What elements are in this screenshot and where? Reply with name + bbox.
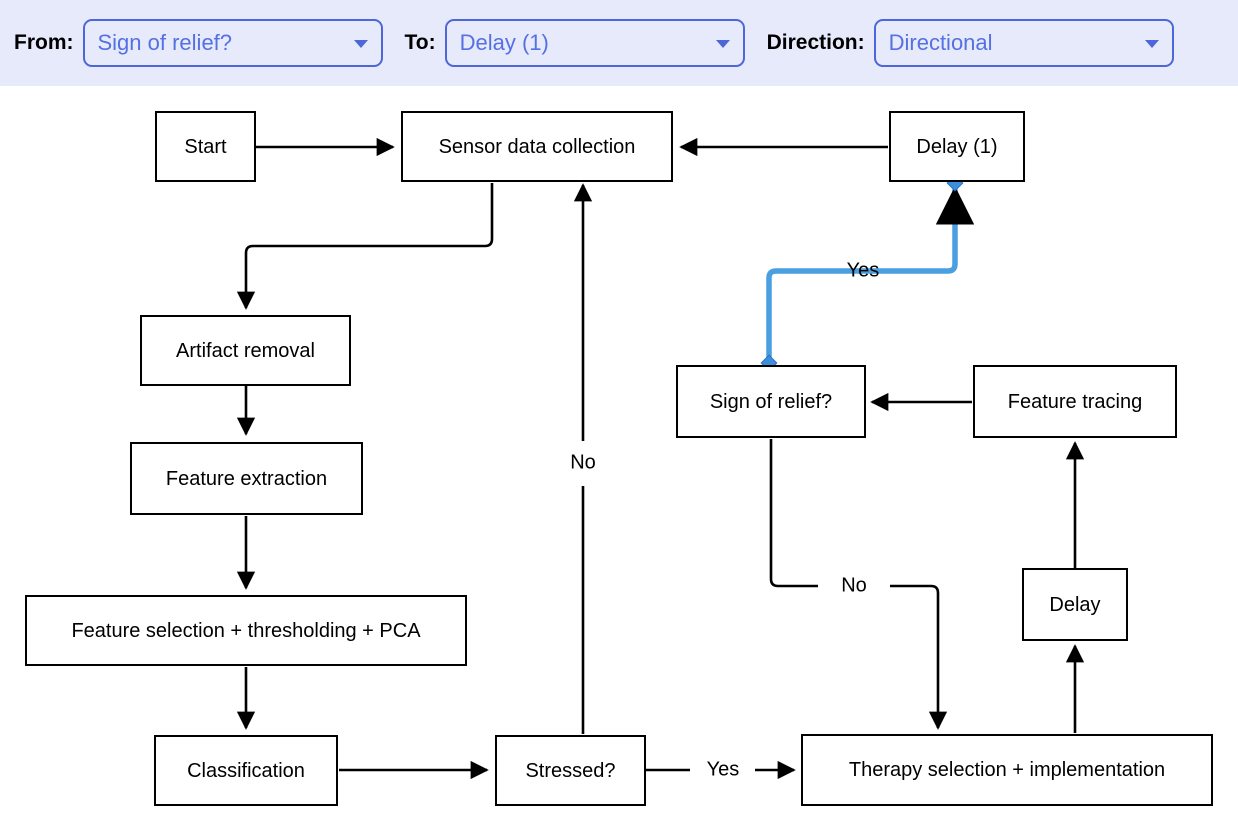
to-label: To: (404, 31, 436, 54)
edge-label-no-stressed: No (570, 451, 596, 474)
chevron-down-icon (715, 40, 730, 48)
from-select[interactable]: Sign of relief? (82, 19, 383, 67)
node-feature-selection-label: Feature selection + thresholding + PCA (71, 619, 421, 642)
flowchart-edges (236, 137, 1085, 780)
edge-label-no-relief: No (841, 574, 867, 597)
node-sign-of-relief-label: Sign of relief? (709, 390, 833, 413)
node-feature-selection[interactable]: Feature selection + thresholding + PCA (25, 595, 467, 666)
direction-select[interactable]: Directional (873, 19, 1174, 67)
edge-relief-therapy (769, 439, 818, 588)
node-feature-extraction-label: Feature extraction (165, 467, 328, 490)
node-stressed[interactable]: Stressed? (495, 735, 646, 806)
from-field-group: From: Sign of relief? (14, 0, 383, 86)
node-feature-tracing-label: Feature tracing (1007, 390, 1143, 413)
node-delay-label: Delay (1049, 593, 1101, 616)
from-select-value: Sign of relief? (97, 30, 233, 55)
node-delay[interactable]: Delay (1022, 568, 1128, 641)
node-classification-label: Classification (187, 759, 305, 782)
node-delay-1-label: Delay (1) (916, 135, 998, 158)
filter-toolbar: From: Sign of relief? To: Delay (1) Dire… (0, 0, 1238, 86)
direction-label: Direction: (766, 31, 865, 54)
to-field-group: To: Delay (1) (405, 0, 745, 86)
node-feature-extraction[interactable]: Feature extraction (130, 442, 363, 515)
node-sensor-data-collection[interactable]: Sensor data collection (401, 111, 673, 182)
edge-label-yes-relief: Yes (846, 259, 880, 282)
flowchart-canvas[interactable]: Start Sensor data collection Delay (1) A… (0, 86, 1238, 824)
edge-label-yes-stressed: Yes (706, 758, 740, 781)
node-start[interactable]: Start (155, 111, 256, 182)
chevron-down-icon (1144, 40, 1159, 48)
from-label: From: (14, 31, 74, 54)
node-sensor-data-collection-label: Sensor data collection (438, 135, 636, 158)
node-classification[interactable]: Classification (154, 735, 338, 806)
to-select[interactable]: Delay (1) (444, 19, 745, 67)
node-artifact-removal[interactable]: Artifact removal (140, 315, 351, 386)
edge-sensor-artifact (236, 183, 494, 310)
chevron-down-icon (353, 40, 368, 48)
node-therapy-selection[interactable]: Therapy selection + implementation (801, 734, 1213, 806)
to-select-value: Delay (1) (459, 30, 549, 55)
node-delay-1[interactable]: Delay (1) (889, 111, 1025, 182)
node-stressed-label: Stressed? (525, 759, 616, 782)
node-feature-tracing[interactable]: Feature tracing (973, 365, 1177, 438)
node-artifact-removal-label: Artifact removal (176, 339, 315, 362)
direction-field-group: Direction: Directional (767, 0, 1174, 86)
direction-select-value: Directional (888, 30, 993, 55)
node-sign-of-relief[interactable]: Sign of relief? (676, 365, 866, 438)
node-start-label: Start (184, 135, 227, 158)
edge-relief-therapy-2 (890, 584, 948, 730)
node-therapy-selection-label: Therapy selection + implementation (848, 759, 1166, 781)
